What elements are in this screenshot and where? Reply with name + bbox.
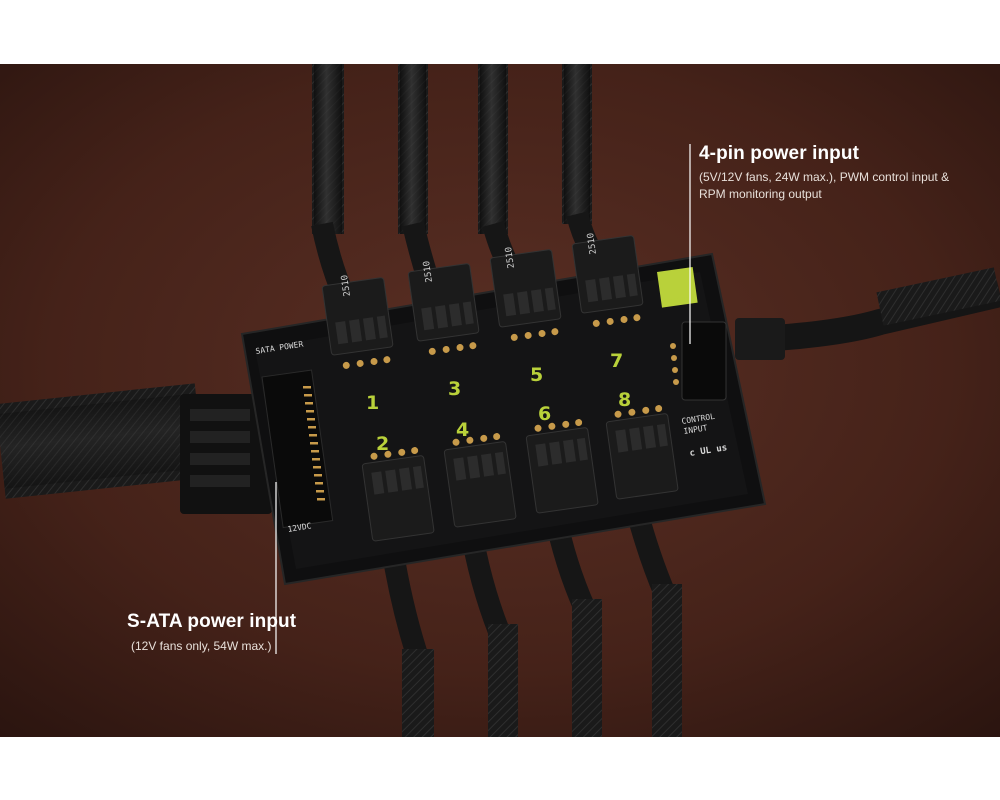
input-silkscreen: INPUT — [683, 423, 708, 436]
connector-code: 2510 — [504, 246, 517, 269]
four-pin-callout-subtitle: (5V/12V fans, 24W max.), PWM control inp… — [699, 170, 950, 201]
port-number-4: 4 — [456, 419, 469, 441]
four-pin-callout-title: 4-pin power input — [699, 143, 860, 164]
bottom-connectors — [361, 405, 679, 542]
connector-code: 2510 — [586, 232, 599, 255]
brand-logo-text: noctua — [664, 294, 690, 306]
product-photo: 2510 2510 2510 2510 1 2 3 4 5 6 7 8 SATA… — [0, 64, 1000, 737]
four-pin-cable — [735, 267, 1000, 360]
port-number-5: 5 — [530, 364, 543, 386]
voltage-silkscreen: 12VDC — [287, 521, 312, 534]
sata-callout-subtitle: (12V fans only, 54W max.) — [131, 639, 272, 653]
top-connectors — [321, 235, 644, 369]
connector-code: 2510 — [422, 260, 435, 283]
port-number-1: 1 — [366, 392, 379, 414]
fan-hub-illustration: 2510 2510 2510 2510 1 2 3 4 5 6 7 8 SATA… — [0, 64, 1000, 737]
port-number-2: 2 — [376, 433, 389, 455]
port-number-7: 7 — [610, 350, 623, 372]
sata-callout-title: S-ATA power input — [127, 611, 297, 632]
port-number-8: 8 — [618, 389, 631, 411]
top-fan-cables — [311, 64, 600, 304]
port-number-6: 6 — [538, 403, 551, 425]
sata-cable-bundle — [0, 383, 272, 514]
connector-code: 2510 — [340, 274, 353, 297]
port-number-3: 3 — [448, 378, 461, 400]
